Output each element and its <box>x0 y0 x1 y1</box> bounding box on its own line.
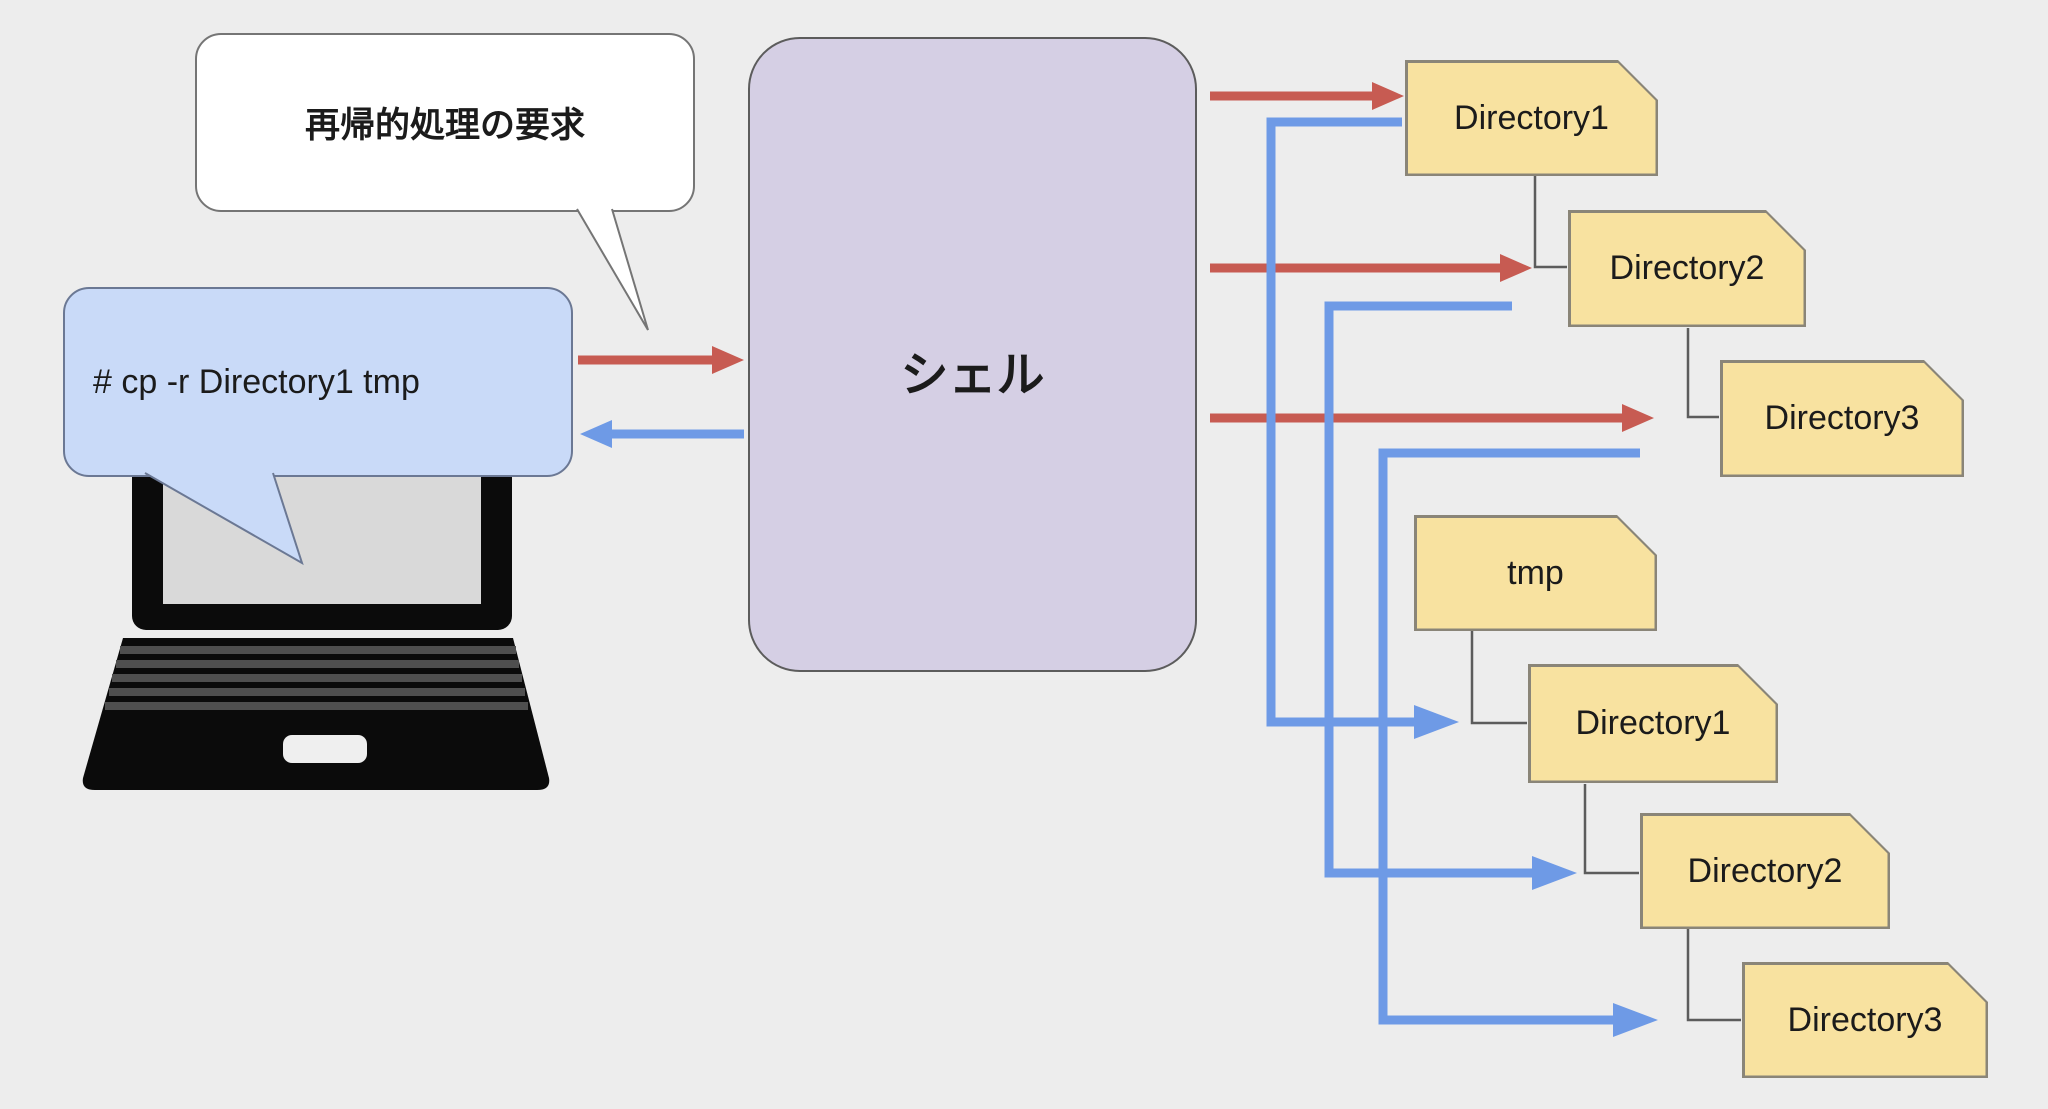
note-fill <box>1571 213 1804 325</box>
note-fill <box>1643 816 1888 927</box>
source-directory2-box: Directory2 <box>1568 210 1806 327</box>
request-speech-bubble: 再帰的処理の要求 <box>195 33 695 212</box>
command-speech-bubble: # cp -r Directory1 tmp <box>63 287 573 477</box>
source-directory2-label: Directory2 <box>1609 249 1765 287</box>
command-bubble-text: # cp -r Directory1 tmp <box>93 362 420 401</box>
tree-connector-tmp-dir1 <box>1470 631 1527 725</box>
dest-tmp-label: tmp <box>1507 553 1564 592</box>
red-arrow-shell-to-directory1 <box>1210 82 1404 110</box>
shell-box: シェル <box>748 37 1197 672</box>
tree-connector-src-2-3 <box>1686 328 1719 419</box>
dest-directory1-box: Directory1 <box>1528 664 1778 783</box>
source-directory1-label: Directory1 <box>1454 98 1609 137</box>
command-bubble-tail <box>144 472 304 566</box>
source-directory1-box: Directory1 <box>1405 60 1658 176</box>
dest-directory2-label: Directory2 <box>1687 851 1843 890</box>
source-directory3-box: Directory3 <box>1720 360 1964 477</box>
keyboard-stripes <box>105 646 528 710</box>
trackpad <box>283 735 367 763</box>
laptop-icon <box>82 440 550 790</box>
shell-label: シェル <box>900 348 1045 402</box>
red-arrow-shell-to-directory3 <box>1210 404 1654 432</box>
note-fill <box>1408 63 1656 174</box>
dest-directory1-label: Directory1 <box>1575 704 1731 742</box>
dest-directory3-label: Directory3 <box>1787 1000 1943 1039</box>
tree-connector-dest-2-3 <box>1686 929 1741 1022</box>
note-fill <box>1723 363 1962 475</box>
note-fill <box>1531 667 1776 781</box>
tree-connector-dest-1-2 <box>1583 784 1639 875</box>
blue-arrow-copy-directory3 <box>1378 448 1658 1037</box>
blue-arrow-copy-directory1 <box>1266 117 1459 739</box>
blue-arrow-shell-to-command <box>580 420 744 448</box>
red-arrow-shell-to-directory2 <box>1210 254 1532 282</box>
dest-directory2-box: Directory2 <box>1640 813 1890 929</box>
note-fill <box>1745 965 1986 1076</box>
request-bubble-text: 再帰的処理の要求 <box>304 106 585 145</box>
note-fill <box>1417 518 1655 629</box>
dest-directory3-box: Directory3 <box>1742 962 1988 1078</box>
red-arrow-command-to-shell <box>578 346 744 374</box>
request-bubble-tail <box>576 208 649 331</box>
dest-tmp-box: tmp <box>1414 515 1657 631</box>
blue-arrow-copy-directory2 <box>1324 301 1577 890</box>
tree-connector-src-1-2 <box>1533 176 1567 269</box>
source-directory3-label: Directory3 <box>1764 399 1920 437</box>
